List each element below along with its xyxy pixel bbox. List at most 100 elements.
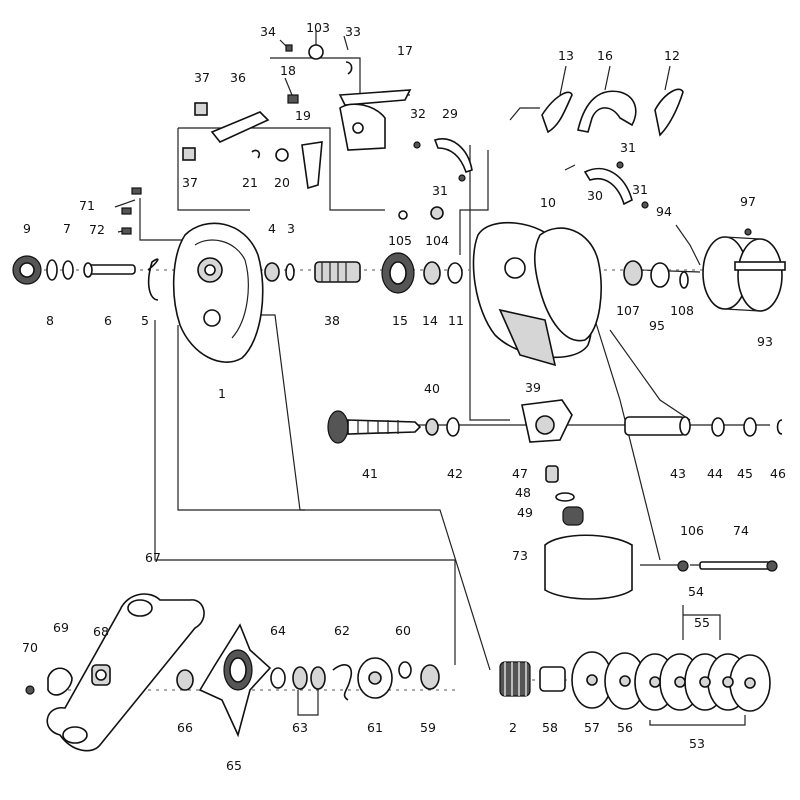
- part-side-plate-1: [172, 222, 264, 363]
- part-cap-37b: [182, 147, 196, 161]
- part-drag-washers: [571, 651, 771, 712]
- part-label-43: 43: [670, 466, 686, 481]
- part-washer-45: [743, 417, 757, 437]
- part-label-17: 17: [397, 43, 413, 58]
- part-number-labels: 1234567891011121314151617181920212930313…: [22, 20, 786, 773]
- part-label-16: 16: [597, 48, 613, 63]
- part-washers-7-8: [46, 259, 74, 281]
- part-screw-71b: [121, 207, 132, 215]
- part-label-33: 33: [345, 24, 361, 39]
- part-label-31: 31: [632, 182, 648, 197]
- part-label-38: 38: [324, 313, 340, 328]
- part-label-63: 63: [292, 720, 308, 735]
- part-pin-47: [545, 465, 559, 483]
- part-label-72: 72: [89, 222, 105, 237]
- part-label-11: 11: [448, 313, 464, 328]
- part-washer-104: [430, 206, 444, 220]
- part-label-20: 20: [274, 175, 290, 190]
- part-label-1: 1: [218, 386, 226, 401]
- part-link-36: [210, 111, 270, 143]
- part-spring-washer-63a: [292, 666, 308, 690]
- part-label-68: 68: [93, 624, 109, 639]
- part-plate-69: [47, 667, 73, 696]
- part-ring-3: [285, 263, 295, 281]
- part-label-39: 39: [525, 380, 541, 395]
- part-washer-64: [270, 667, 286, 689]
- part-ring-4: [264, 262, 280, 282]
- part-screw-32: [413, 141, 421, 149]
- part-clip-46: [776, 419, 783, 435]
- part-clip-30: [583, 167, 633, 206]
- part-label-53: 53: [689, 736, 705, 751]
- part-ring-48: [555, 492, 575, 502]
- part-screw-31a: [458, 174, 466, 182]
- part-label-30: 30: [587, 188, 603, 203]
- part-label-67: 67: [145, 550, 161, 565]
- part-screw-34: [285, 44, 293, 52]
- part-spring-5: [147, 258, 159, 301]
- part-sleeve-58: [539, 666, 566, 692]
- part-label-69: 69: [53, 620, 69, 635]
- part-label-9: 9: [23, 221, 31, 236]
- part-lever-13: [541, 91, 573, 134]
- part-tube-43: [624, 416, 691, 436]
- part-gear-9: [12, 255, 42, 285]
- part-bridge-16: [577, 90, 637, 133]
- part-screw-31c: [641, 201, 649, 209]
- part-label-107: 107: [616, 303, 640, 318]
- part-label-93: 93: [757, 334, 773, 349]
- part-label-74: 74: [733, 523, 749, 538]
- part-spring-94: [675, 224, 701, 266]
- part-lever-12: [654, 88, 684, 137]
- part-label-108: 108: [670, 303, 694, 318]
- part-cap-49: [562, 506, 584, 526]
- part-label-48: 48: [515, 485, 531, 500]
- part-label-13: 13: [558, 48, 574, 63]
- part-spool-93: [702, 228, 786, 312]
- part-worm-shaft-41: [327, 410, 422, 444]
- part-label-46: 46: [770, 466, 786, 481]
- part-label-47: 47: [512, 466, 528, 481]
- part-label-29: 29: [442, 106, 458, 121]
- part-guard-73: [544, 534, 633, 600]
- part-label-15: 15: [392, 313, 408, 328]
- part-drive-gear-2: [499, 661, 531, 697]
- part-label-56: 56: [617, 720, 633, 735]
- part-screw-31b: [616, 161, 624, 169]
- part-label-8: 8: [46, 313, 54, 328]
- part-label-31: 31: [432, 183, 448, 198]
- part-star-drag-65: [198, 623, 272, 738]
- part-label-59: 59: [420, 720, 436, 735]
- part-label-3: 3: [287, 221, 295, 236]
- part-frame-10: [472, 221, 602, 367]
- part-washer-103: [308, 44, 324, 60]
- part-washer-66: [176, 669, 194, 691]
- part-bearing-95: [650, 262, 670, 288]
- part-label-60: 60: [395, 623, 411, 638]
- part-screw-18: [287, 94, 299, 104]
- part-shaft-74: [699, 560, 778, 572]
- part-label-37: 37: [182, 175, 198, 190]
- part-label-61: 61: [367, 720, 383, 735]
- part-label-94: 94: [656, 204, 672, 219]
- part-label-12: 12: [664, 48, 680, 63]
- part-label-58: 58: [542, 720, 558, 735]
- part-nut-68: [91, 664, 111, 686]
- part-label-32: 32: [410, 106, 426, 121]
- part-plate-19: [301, 141, 323, 190]
- part-label-19: 19: [295, 108, 311, 123]
- part-label-36: 36: [230, 70, 246, 85]
- part-label-31: 31: [620, 140, 636, 155]
- part-screw-71a: [131, 187, 142, 195]
- part-bearing-15: [381, 252, 415, 294]
- part-label-62: 62: [334, 623, 350, 638]
- part-spring-washer-63b: [310, 666, 326, 690]
- part-label-37: 37: [194, 70, 210, 85]
- part-bearing-59: [420, 664, 440, 690]
- part-label-49: 49: [517, 505, 533, 520]
- part-clip-108: [679, 271, 689, 289]
- part-label-4: 4: [268, 221, 276, 236]
- part-label-21: 21: [242, 175, 258, 190]
